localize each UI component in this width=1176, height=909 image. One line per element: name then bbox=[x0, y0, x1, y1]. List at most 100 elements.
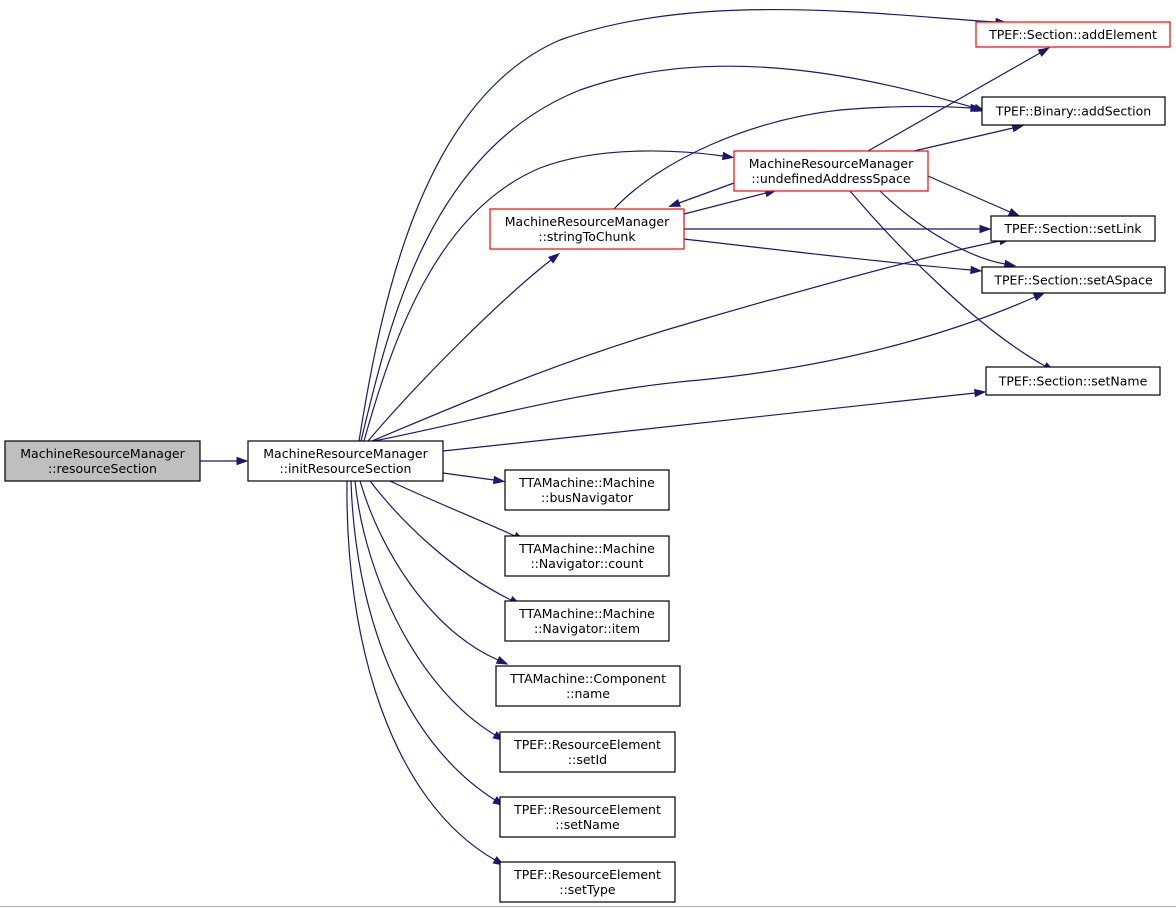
edge-resourceSection-to-initResourceSection bbox=[200, 456, 249, 466]
node-box bbox=[733, 150, 929, 192]
edge-line bbox=[678, 182, 735, 204]
node-setType[interactable]: TPEF::ResourceElement::setType bbox=[499, 861, 676, 903]
edge-line bbox=[371, 240, 1001, 442]
edge-initResourceSection-to-setASpace bbox=[373, 292, 1046, 442]
edge-initResourceSection-to-navItem bbox=[369, 480, 522, 606]
arrowhead bbox=[721, 151, 735, 161]
node-busNavigator[interactable]: TTAMachine::Machine::busNavigator bbox=[504, 469, 670, 511]
node-label: ::initResourceSection bbox=[280, 461, 412, 476]
node-setASpace[interactable]: TPEF::Section::setASpace bbox=[981, 266, 1166, 294]
node-label: MachineResourceManager bbox=[263, 446, 428, 461]
edge-initResourceSection-to-undefinedAddressSpace bbox=[363, 150, 735, 442]
edge-stringToChunk-to-setLink bbox=[684, 224, 992, 234]
node-undefinedAddressSpace[interactable]: MachineResourceManager::undefinedAddress… bbox=[733, 150, 929, 192]
node-addElement[interactable]: TPEF::Section::addElement bbox=[975, 21, 1171, 48]
edge-line bbox=[913, 127, 1014, 152]
node-resourceSection: MachineResourceManager::resourceSection bbox=[4, 440, 201, 482]
node-label: TPEF::ResourceElement bbox=[513, 737, 661, 752]
node-initResourceSection[interactable]: MachineResourceManager::initResourceSect… bbox=[247, 440, 444, 482]
edge-line bbox=[373, 296, 1036, 442]
node-box bbox=[975, 21, 1171, 48]
edge-initResourceSection-to-stringToChunk bbox=[367, 252, 561, 442]
edge-line bbox=[442, 392, 976, 452]
node-box bbox=[489, 208, 685, 250]
node-navItem[interactable]: TTAMachine::Machine::Navigator::item bbox=[504, 600, 670, 642]
node-box bbox=[495, 665, 681, 707]
node-box bbox=[981, 266, 1166, 294]
nodes-layer: MachineResourceManager::resourceSectionM… bbox=[4, 21, 1171, 903]
node-label: MachineResourceManager bbox=[749, 156, 914, 171]
node-setLink[interactable]: TPEF::Section::setLink bbox=[990, 215, 1156, 242]
node-label: MachineResourceManager bbox=[20, 446, 185, 461]
edge-initResourceSection-to-busNavigator bbox=[442, 472, 506, 485]
node-label: ::stringToChunk bbox=[538, 229, 636, 244]
node-label: ::busNavigator bbox=[541, 490, 634, 505]
node-label: ::setId bbox=[568, 752, 607, 767]
edge-line bbox=[683, 192, 767, 215]
edge-line bbox=[613, 105, 972, 210]
node-label: ::Navigator::count bbox=[530, 556, 643, 571]
edge-initResourceSection-to-resSetName bbox=[350, 480, 505, 807]
edge-line bbox=[363, 150, 724, 442]
node-stringToChunk[interactable]: MachineResourceManager::stringToChunk bbox=[489, 208, 685, 250]
node-resSetName[interactable]: TPEF::ResourceElement::setName bbox=[499, 796, 676, 838]
node-label: TPEF::Section::setASpace bbox=[993, 273, 1153, 288]
edge-line bbox=[350, 480, 496, 801]
arrowhead bbox=[1011, 124, 1025, 133]
arrowhead bbox=[1032, 292, 1046, 302]
node-box bbox=[499, 861, 676, 903]
node-box bbox=[504, 469, 670, 511]
edge-initResourceSection-to-componentName bbox=[359, 480, 509, 665]
node-label: TPEF::Section::setName bbox=[998, 374, 1148, 389]
node-box bbox=[504, 535, 670, 577]
edge-stringToChunk-to-undefinedAddressSpace bbox=[683, 189, 778, 215]
arrowhead bbox=[492, 475, 506, 485]
node-label: ::setName bbox=[555, 817, 620, 832]
node-label: TTAMachine::Machine bbox=[518, 475, 655, 490]
node-label: ::undefinedAddressSpace bbox=[751, 171, 910, 186]
edge-line bbox=[367, 259, 552, 442]
edge-initResourceSection-to-setId bbox=[354, 480, 505, 741]
node-box bbox=[247, 440, 444, 482]
node-label: MachineResourceManager bbox=[505, 214, 670, 229]
node-box bbox=[981, 96, 1166, 126]
edge-line bbox=[360, 65, 976, 442]
edge-line bbox=[369, 480, 512, 601]
node-box bbox=[499, 731, 676, 773]
arrowhead bbox=[970, 265, 983, 275]
edge-line bbox=[927, 175, 1011, 213]
edge-line bbox=[359, 480, 499, 661]
edge-initResourceSection-to-setType bbox=[346, 480, 505, 866]
edge-initResourceSection-to-setLink bbox=[371, 236, 1012, 442]
edge-undefinedAddressSpace-to-setLink bbox=[927, 175, 1021, 217]
bottom-divider bbox=[0, 906, 1176, 907]
arrowhead bbox=[970, 103, 983, 113]
node-label: ::resourceSection bbox=[48, 461, 157, 476]
edge-stringToChunk-to-setASpace bbox=[683, 238, 983, 275]
edge-initResourceSection-to-sectionSetName bbox=[442, 388, 987, 452]
arrowhead bbox=[495, 655, 509, 665]
arrowhead bbox=[548, 252, 561, 264]
arrowhead bbox=[979, 224, 992, 234]
arrowhead bbox=[974, 388, 987, 398]
node-label: TTAMachine::Machine bbox=[518, 541, 655, 556]
node-addSection[interactable]: TPEF::Binary::addSection bbox=[981, 96, 1166, 126]
node-label: TPEF::ResourceElement bbox=[513, 867, 661, 882]
edges-layer bbox=[200, 8, 1056, 866]
node-componentName[interactable]: TTAMachine::Component::name bbox=[495, 665, 681, 707]
node-label: ::name bbox=[566, 686, 610, 701]
node-navCount[interactable]: TTAMachine::Machine::Navigator::count bbox=[504, 535, 670, 577]
node-box bbox=[504, 600, 670, 642]
node-label: TPEF::Binary::addSection bbox=[995, 104, 1151, 119]
node-sectionSetName[interactable]: TPEF::Section::setName bbox=[985, 366, 1161, 396]
edge-line bbox=[879, 190, 1006, 265]
node-box bbox=[4, 440, 201, 482]
edge-undefinedAddressSpace-to-addElement bbox=[867, 47, 1051, 152]
edge-line bbox=[442, 472, 495, 481]
arrowhead bbox=[1007, 207, 1021, 217]
edge-initResourceSection-to-navCount bbox=[389, 480, 526, 541]
edge-undefinedAddressSpace-to-addSection bbox=[913, 124, 1025, 152]
node-setId[interactable]: TPEF::ResourceElement::setId bbox=[499, 731, 676, 773]
node-label: ::Navigator::item bbox=[534, 621, 640, 636]
